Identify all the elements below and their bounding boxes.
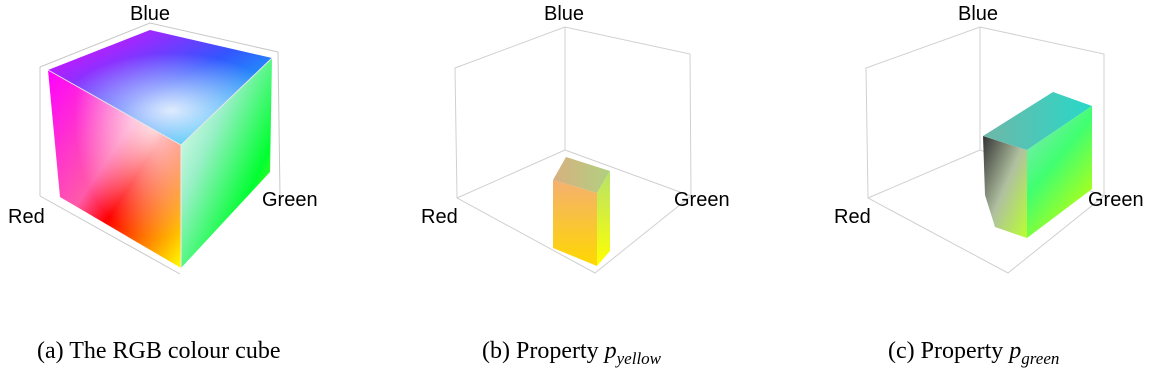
cube-left-face-highlight	[48, 70, 181, 268]
cube-right-face	[181, 58, 272, 268]
caption-property-green: (c) Property pgreen	[888, 338, 1060, 368]
cube-top-face-highlight	[48, 30, 272, 145]
frame-lines	[39, 22, 281, 275]
blue-axis-label: Blue	[130, 3, 170, 25]
green-axis-label: Green	[674, 189, 730, 211]
caption-subscript: green	[1021, 349, 1060, 368]
cube-wireframe	[454, 26, 692, 274]
panel-property-yellow: Blue Red Green	[421, 3, 730, 274]
caption-subscript: yellow	[616, 349, 662, 368]
caption-symbol: p	[604, 338, 617, 364]
panel-property-green: Blue Red Green	[834, 3, 1144, 274]
region-top-face	[553, 157, 610, 193]
caption-text: (b) Property	[482, 338, 605, 364]
region-front-face	[1027, 106, 1092, 238]
caption-rgb-cube: (a) The RGB colour cube	[37, 338, 280, 365]
region-front-face	[553, 180, 597, 266]
region-left-face	[983, 136, 1027, 238]
green-axis-label: Green	[1088, 189, 1144, 211]
blue-axis-label: Blue	[544, 3, 584, 25]
caption-text: (c) Property	[888, 338, 1010, 364]
caption-property-yellow: (b) Property pyellow	[482, 338, 662, 368]
red-axis-label: Red	[8, 206, 45, 228]
panel-rgb-cube: Blue Red Green	[8, 3, 318, 275]
red-axis-label: Red	[421, 206, 458, 228]
region-top-face	[983, 92, 1092, 150]
region-side-face	[597, 171, 610, 266]
green-axis-label: Green	[262, 189, 318, 211]
blue-axis-label: Blue	[958, 3, 998, 25]
red-axis-label: Red	[834, 206, 871, 228]
caption-symbol: p	[1009, 338, 1022, 364]
caption-text: (a) The RGB colour cube	[37, 338, 281, 364]
